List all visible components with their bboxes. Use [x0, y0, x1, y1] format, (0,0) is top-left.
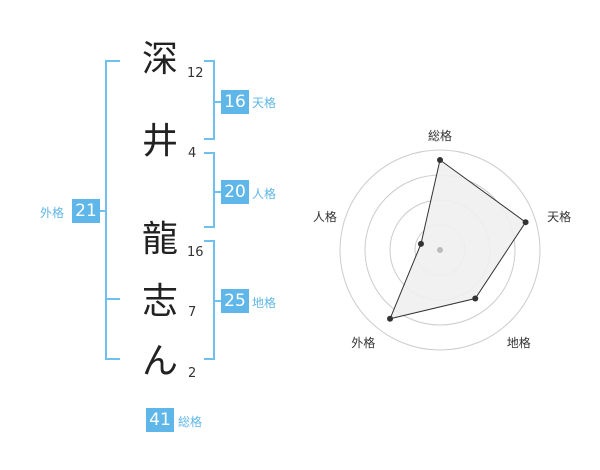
- tenkaku-label: 天格: [252, 96, 277, 110]
- radar-point-5: [417, 240, 424, 247]
- jinkaku-value: 20: [221, 180, 249, 204]
- soukaku-value: 41: [146, 408, 174, 432]
- gaikaku-bracket: [105, 60, 107, 360]
- jinkaku-bracket: [213, 152, 215, 228]
- name-char-3: 龍: [141, 219, 178, 260]
- radar-axis-label-2: 天格: [547, 209, 571, 224]
- gaikaku-bracket-top: [105, 60, 120, 62]
- radar-axis-label-1: 総格: [428, 128, 452, 143]
- radar-axis-label-4: 外格: [351, 335, 375, 350]
- name-char-2: 井: [141, 121, 178, 162]
- stroke-count-5: 2: [188, 366, 197, 381]
- name-char-5: ん: [141, 341, 178, 382]
- stroke-count-4: 7: [188, 305, 197, 320]
- jinkaku-label: 人格: [252, 187, 277, 201]
- chikaku-value: 25: [221, 289, 249, 313]
- radar-point-1: [437, 157, 443, 163]
- stroke-count-3: 16: [187, 245, 204, 260]
- chikaku-label: 地格: [252, 296, 277, 310]
- gaikaku-label: 外格: [40, 206, 65, 220]
- gaikaku-bracket-mid: [105, 298, 120, 300]
- radar-grid-ring: [339, 149, 541, 351]
- radar-axis-label-5: 人格: [313, 209, 337, 224]
- stroke-count-1: 12: [187, 66, 204, 81]
- name-char-1: 深: [141, 39, 178, 80]
- tenkaku-value: 16: [221, 90, 249, 114]
- tenkaku-bracket: [213, 60, 215, 140]
- radar-point-2: [522, 219, 529, 226]
- radar-point-4: [387, 315, 394, 322]
- soukaku-label: 総格: [178, 415, 203, 429]
- name-char-4: 志: [141, 281, 178, 322]
- gaikaku-bracket-bottom: [105, 358, 120, 360]
- chikaku-bracket: [213, 240, 215, 360]
- radar-axis-label-3: 地格: [507, 335, 531, 350]
- radar-center-point: [437, 247, 443, 253]
- radar-area: [389, 159, 527, 320]
- gaikaku-bracket-tick: [100, 210, 105, 212]
- radar-point-3: [472, 295, 479, 302]
- stroke-count-2: 4: [188, 146, 197, 161]
- gaikaku-value: 21: [72, 199, 100, 223]
